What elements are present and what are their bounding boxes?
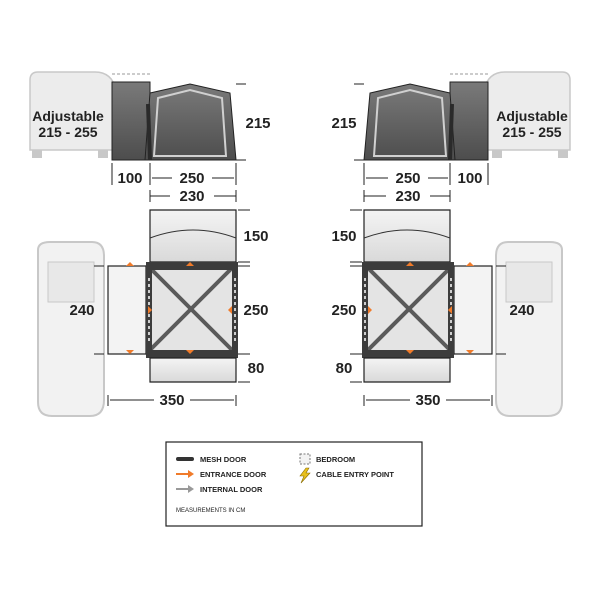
left-front-porch bbox=[149, 209, 237, 263]
left-front-depth-150: 150 bbox=[243, 228, 268, 245]
right-side-width-dims bbox=[363, 163, 489, 185]
legend-internal-door: INTERNAL DOOR bbox=[200, 485, 263, 494]
right-front-porch bbox=[363, 209, 451, 263]
right-width-250: 250 bbox=[395, 170, 420, 187]
right-entrance-doors bbox=[368, 262, 474, 354]
right-top-vehicle bbox=[495, 241, 563, 417]
right-side-vehicle bbox=[479, 71, 571, 158]
left-side-tent bbox=[111, 81, 237, 161]
legend-cable-entry: CABLE ENTRY POINT bbox=[316, 470, 394, 479]
left-top-width-230: 230 bbox=[179, 188, 204, 205]
left-overall-350: 350 bbox=[159, 392, 184, 409]
legend-bedroom: BEDROOM bbox=[316, 455, 355, 464]
entrance-door-icon bbox=[176, 470, 194, 478]
left-adjustable-label: Adjustable bbox=[32, 108, 104, 124]
legend-note: MEASUREMENTS IN CM bbox=[176, 508, 245, 514]
internal-door-icon bbox=[176, 485, 194, 493]
left-side-depth-250: 250 bbox=[243, 302, 268, 319]
right-rear-porch bbox=[363, 357, 451, 383]
right-side-depth-250: 250 bbox=[331, 302, 356, 319]
mesh-door-icon bbox=[176, 457, 194, 461]
legend: MESH DOOR ENTRANCE DOOR INTERNAL DOOR ME… bbox=[165, 441, 423, 527]
right-rear-depth-80: 80 bbox=[336, 360, 353, 377]
right-top-width-230: 230 bbox=[395, 188, 420, 205]
cable-entry-icon bbox=[299, 467, 311, 484]
right-main-room bbox=[362, 262, 493, 358]
right-side-tent bbox=[363, 81, 489, 161]
right-plan: Adjustable 215 - 255 215 250 100 230 150 bbox=[331, 71, 571, 417]
right-overall-350: 350 bbox=[415, 392, 440, 409]
left-vehicle-width-240: 240 bbox=[69, 302, 94, 319]
left-rear-porch bbox=[149, 357, 237, 383]
left-side-width-dims bbox=[111, 163, 237, 185]
left-rear-depth-80: 80 bbox=[248, 360, 265, 377]
right-adjustable-label: Adjustable bbox=[496, 108, 568, 124]
right-adjustable-range: 215 - 255 bbox=[502, 124, 561, 140]
left-main-room bbox=[107, 262, 238, 358]
left-height-215: 215 bbox=[245, 115, 270, 132]
left-adjustable-range: 215 - 255 bbox=[38, 124, 97, 140]
right-front-depth-150: 150 bbox=[331, 228, 356, 245]
left-plan: Adjustable 215 - 255 215 100 250 230 150 bbox=[29, 71, 271, 417]
left-porch-100: 100 bbox=[117, 170, 142, 187]
bedroom-icon bbox=[299, 453, 311, 465]
legend-entrance-door: ENTRANCE DOOR bbox=[200, 470, 267, 479]
left-width-250: 250 bbox=[179, 170, 204, 187]
right-porch-100: 100 bbox=[457, 170, 482, 187]
left-entrance-doors bbox=[126, 262, 232, 354]
right-height-215: 215 bbox=[331, 115, 356, 132]
legend-mesh-door: MESH DOOR bbox=[200, 455, 247, 464]
legend-box bbox=[165, 441, 423, 527]
left-top-vehicle bbox=[37, 241, 105, 417]
right-vehicle-width-240: 240 bbox=[509, 302, 534, 319]
